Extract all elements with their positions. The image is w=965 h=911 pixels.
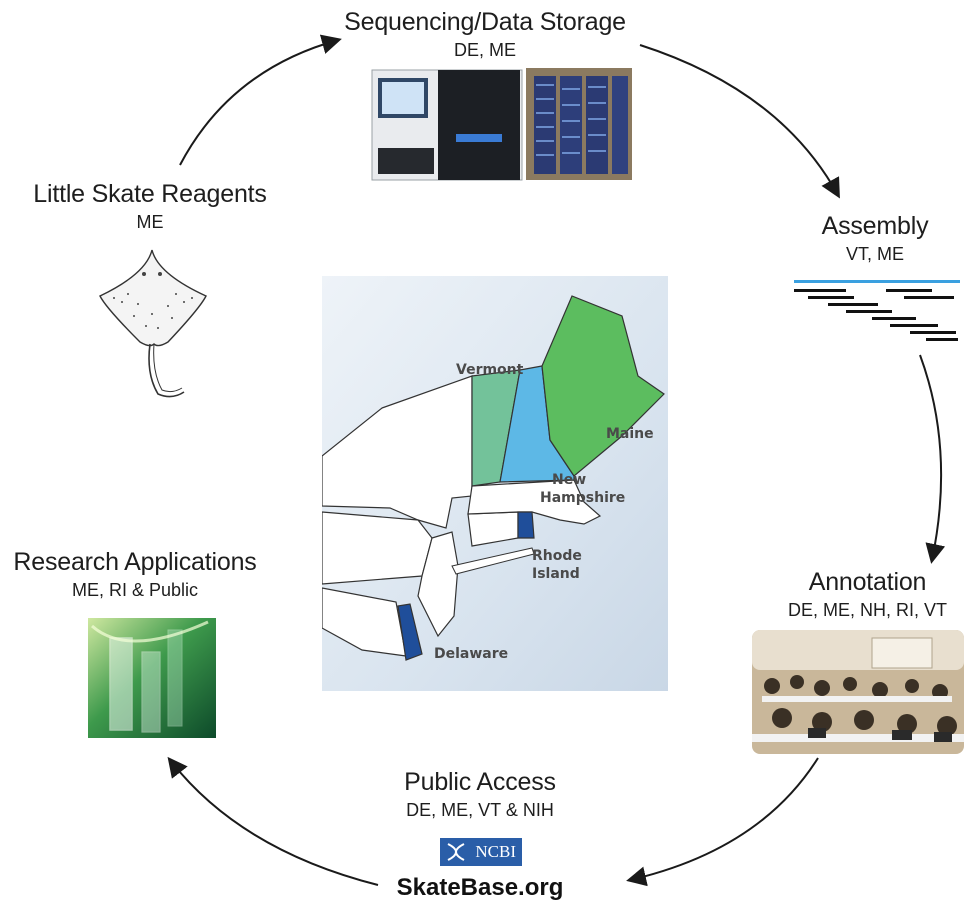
sequencer-and-server-image (371, 68, 632, 181)
workshop-classroom-photo (752, 630, 964, 754)
skatebase-link[interactable]: SkateBase.org (396, 874, 564, 901)
maine-state (541, 295, 665, 477)
public-access-states: DE, ME, VT & NIH (406, 800, 554, 820)
public-access-title: Public Access (404, 768, 556, 796)
new-england-delaware-map: Vermont Maine New Hampshire Rhode Island… (322, 276, 668, 691)
assembly-title: Assembly (821, 212, 929, 240)
delaware-state (397, 603, 423, 661)
ncbi-logo-text: NCBI (475, 842, 516, 861)
pennsylvania-state (322, 511, 433, 585)
map-label-nh-1: New (552, 472, 586, 488)
arrow-reagents-to-sequencing (179, 34, 342, 166)
research-title: Research Applications (13, 548, 257, 576)
little-skate-drawing (99, 249, 207, 398)
arrow-public-to-research (167, 756, 379, 886)
map-label-delaware: Delaware (434, 646, 508, 662)
annotation-title: Annotation (808, 568, 927, 596)
map-label-ri-1: Rhode (532, 548, 582, 564)
map-label-maine: Maine (606, 426, 654, 442)
map-label-ri-2: Island (532, 566, 580, 582)
dna-helix-icon (446, 842, 466, 862)
new-jersey-state (417, 531, 459, 638)
maryland-state (322, 587, 407, 657)
assembly-states: VT, ME (845, 244, 904, 264)
long-island (451, 547, 535, 575)
massachusetts-state (467, 479, 602, 525)
map-label-nh-2: Hampshire (540, 490, 625, 506)
arrow-assembly-to-annotation (919, 354, 946, 564)
rhode-island-state (517, 511, 535, 539)
arrow-annotation-to-public (626, 757, 819, 887)
reagents-title: Little Skate Reagents (33, 180, 267, 208)
sequencing-title: Sequencing/Data Storage (344, 8, 626, 36)
research-states: ME, RI & Public (71, 580, 199, 600)
reagents-states: ME (136, 212, 164, 232)
map-label-vermont: Vermont (456, 362, 524, 378)
sequencing-states: DE, ME (453, 40, 516, 60)
ncbi-logo[interactable]: NCBI (440, 838, 522, 866)
assembly-reads-icon (794, 280, 960, 341)
lab-glassware-image (88, 618, 216, 738)
arrow-sequencing-to-assembly (639, 44, 840, 199)
annotation-states: DE, ME, NH, RI, VT (787, 600, 947, 620)
